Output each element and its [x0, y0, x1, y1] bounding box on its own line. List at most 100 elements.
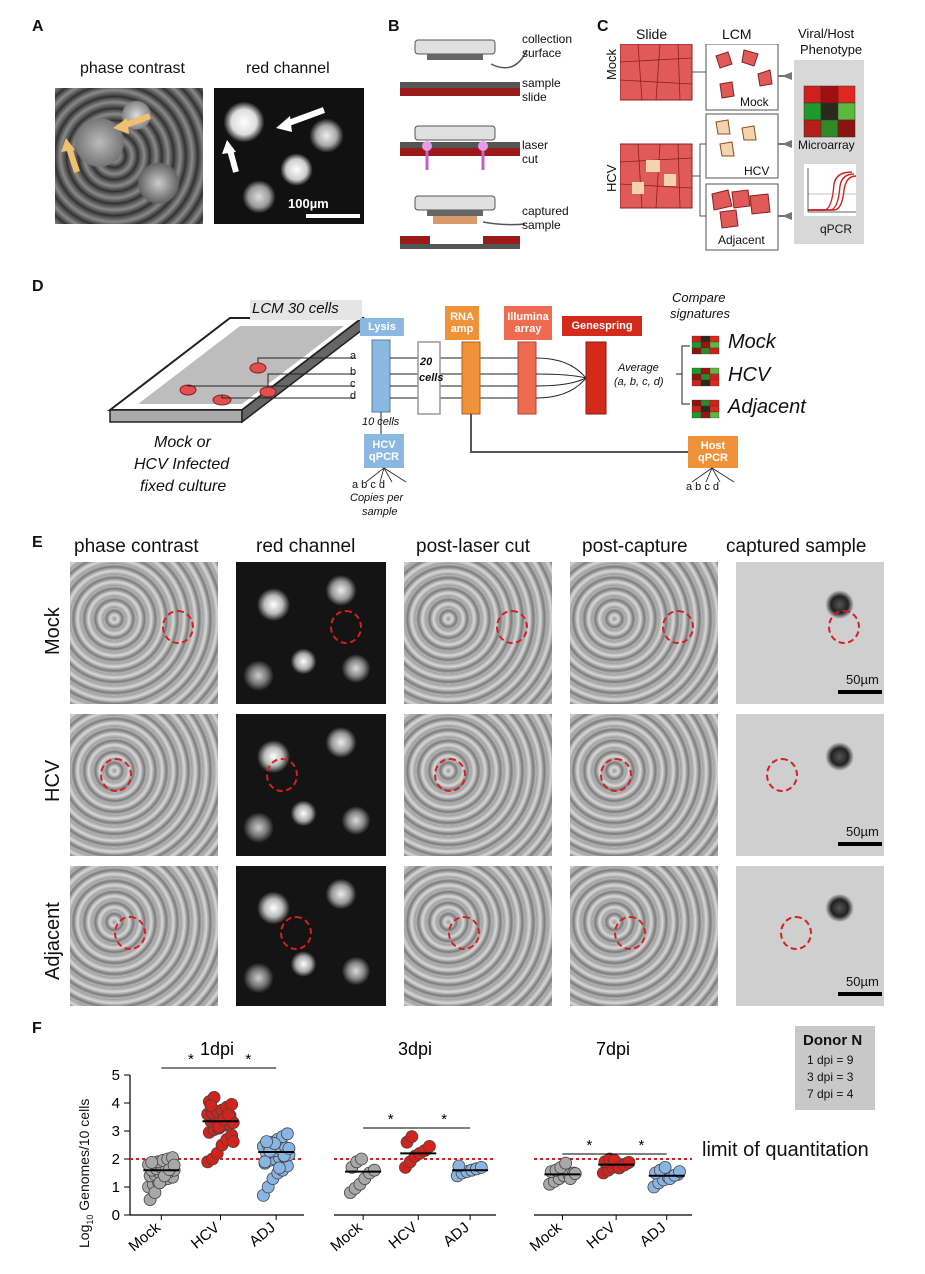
- panel-b-collection: collection: [522, 32, 573, 46]
- panel-c-heatmap-cell: [803, 85, 822, 104]
- panel-d-heatmap-cell: [700, 379, 711, 387]
- panel-e-image: [404, 866, 552, 1006]
- panel-d-heatmap-cell: [691, 405, 702, 413]
- panel-f-ytick-label: 0: [112, 1207, 120, 1224]
- panel-d-heatmap-cell: [691, 399, 702, 407]
- panel-b-sample: sample: [522, 76, 561, 90]
- panel-e-cell-ring: [280, 916, 312, 950]
- panel-f-point: [673, 1165, 686, 1179]
- panel-c-phenotype-2: Phenotype: [800, 42, 863, 57]
- panel-d-heatmap-cell: [709, 347, 720, 355]
- panel-e-scale-bar: [838, 992, 882, 996]
- panel-c-mock-box-label: Mock: [740, 95, 769, 109]
- panel-d-rna-label-1: RNA: [450, 311, 474, 323]
- panel-d-heatmap-cell: [700, 399, 711, 407]
- panel-f-ytick-label: 4: [112, 1095, 120, 1112]
- panel-f-donor-line-1: 1 dpi = 9: [807, 1053, 854, 1067]
- panel-d-host-line: [470, 414, 688, 453]
- panel-c-adj-cell-3: [749, 193, 771, 215]
- panel-label-e: E: [32, 534, 43, 551]
- panel-f-donor-box: Donor N 1 dpi = 9 3 dpi = 3 7 dpi = 4: [795, 1026, 875, 1110]
- panel-a-scale-label: 100µm: [288, 196, 329, 211]
- panel-d-genespring-col: [585, 341, 607, 415]
- panel-f-loq-label: limit of quantitation: [702, 1139, 869, 1161]
- panel-d-average-2: (a, b, c, d): [614, 376, 664, 388]
- panel-d-heatmap-cell: [709, 399, 720, 407]
- panel-b-surface: surface: [522, 46, 562, 60]
- panel-a-arrow-3: [284, 107, 326, 127]
- panel-e-cell-ring: [828, 610, 860, 644]
- panel-d-host-qpcr-box: [688, 436, 738, 468]
- panel-f-xtick-label: Mock: [327, 1219, 366, 1255]
- panel-c-phenotype-1: Viral/Host: [798, 26, 855, 41]
- panel-f-point: [367, 1163, 381, 1177]
- panel-f-ylabel: Log10 Genomes/10 cells: [76, 1099, 95, 1248]
- panel-f-point: [204, 1099, 218, 1113]
- panel-d-culture-1: Mock or: [154, 434, 211, 451]
- panel-label-b: B: [388, 18, 400, 35]
- panel-e-image: [236, 714, 386, 856]
- panel-c-heatmap-cell: [837, 119, 856, 138]
- panel-c-mock-cell-1: [715, 51, 733, 69]
- panel-b-slide-2: [400, 148, 520, 156]
- panel-label-a: A: [32, 18, 44, 35]
- panel-d-heatmap-cell: [691, 341, 702, 349]
- panel-e-cell-ring: [496, 610, 528, 644]
- panel-d-heatmap-cell: [700, 405, 711, 413]
- panel-b-slide-3a: [400, 236, 430, 244]
- panel-c-hcv-lcm-cell-3: [719, 141, 735, 157]
- panel-f-donor-line-3: 7 dpi = 4: [807, 1087, 854, 1101]
- panel-d-culture-2: HCV Infected: [134, 456, 230, 473]
- panel-f-point: [260, 1135, 273, 1149]
- panel-e-image: [570, 562, 718, 704]
- panel-d-host-qpcr-label-2: qPCR: [698, 452, 728, 464]
- panel-c-heatmap-cell: [820, 102, 839, 121]
- panel-d-heatmap-cell: [700, 347, 711, 355]
- panel-d-cell-1: [249, 362, 267, 374]
- panel-a-arrow-2: [66, 147, 80, 173]
- panel-b-captured: captured: [522, 204, 569, 218]
- panel-b-slide-1: [400, 88, 520, 96]
- panel-d-hcv-qpcr-box: [364, 434, 404, 468]
- panel-c-hcv-lcm-cell-1: [715, 119, 731, 135]
- panel-c-lcm-title: LCM: [722, 26, 752, 42]
- panel-e-image: [404, 562, 552, 704]
- panel-e-scale-label: 50µm: [846, 824, 879, 839]
- panel-e-scale-bar: [838, 842, 882, 846]
- panel-d-20cells-box: [417, 341, 441, 415]
- panel-e-scale-label: 50µm: [846, 672, 879, 687]
- panel-c-qpcr-label: qPCR: [820, 222, 853, 236]
- panel-c-microarray-label: Microarray: [798, 138, 855, 152]
- panel-d-heatmap-cell: [709, 335, 720, 343]
- panel-b-cap-film-1: [427, 54, 483, 60]
- panel-c-heatmap: [803, 85, 856, 138]
- panel-d-line-c: [187, 385, 355, 387]
- panel-e-image: [70, 562, 218, 704]
- panel-f-title: 1dpi: [200, 1039, 234, 1059]
- panel-f-ylabel-log: Log: [76, 1224, 92, 1248]
- panel-e-image: 50µm: [736, 562, 884, 704]
- panel-d-rna-col: [461, 341, 481, 415]
- panel-b-captured-sample-label: sample: [522, 218, 561, 232]
- panel-c-mock-cell-3: [757, 69, 773, 87]
- panel-d-letter-d: d: [350, 390, 357, 402]
- panel-f-ytick-label: 2: [112, 1151, 120, 1168]
- panel-f-xtick-label: HCV: [584, 1219, 619, 1252]
- panel-e-image: [404, 714, 552, 856]
- panel-f-point: [272, 1161, 286, 1175]
- panel-f-point: [423, 1140, 436, 1153]
- panel-d-heatmap-cell: [691, 373, 702, 381]
- panel-e-cell-ring: [434, 758, 466, 792]
- panel-e-cell-ring: [162, 610, 194, 644]
- panel-c-slide-hcv: [620, 143, 693, 209]
- panel-e-col-title: post-laser cut: [416, 536, 531, 557]
- panel-d-illumina-col: [517, 341, 537, 415]
- panel-e-col-title: post-capture: [582, 536, 688, 557]
- panel-d-mock: Mock: [728, 331, 776, 353]
- panel-d-lysis-box: [360, 318, 404, 336]
- panel-c-heatmap-cell: [837, 102, 856, 121]
- panel-f-ylabel-rest: Genomes/10 cells: [76, 1098, 92, 1215]
- panel-d-20cells-a: 20: [420, 356, 433, 368]
